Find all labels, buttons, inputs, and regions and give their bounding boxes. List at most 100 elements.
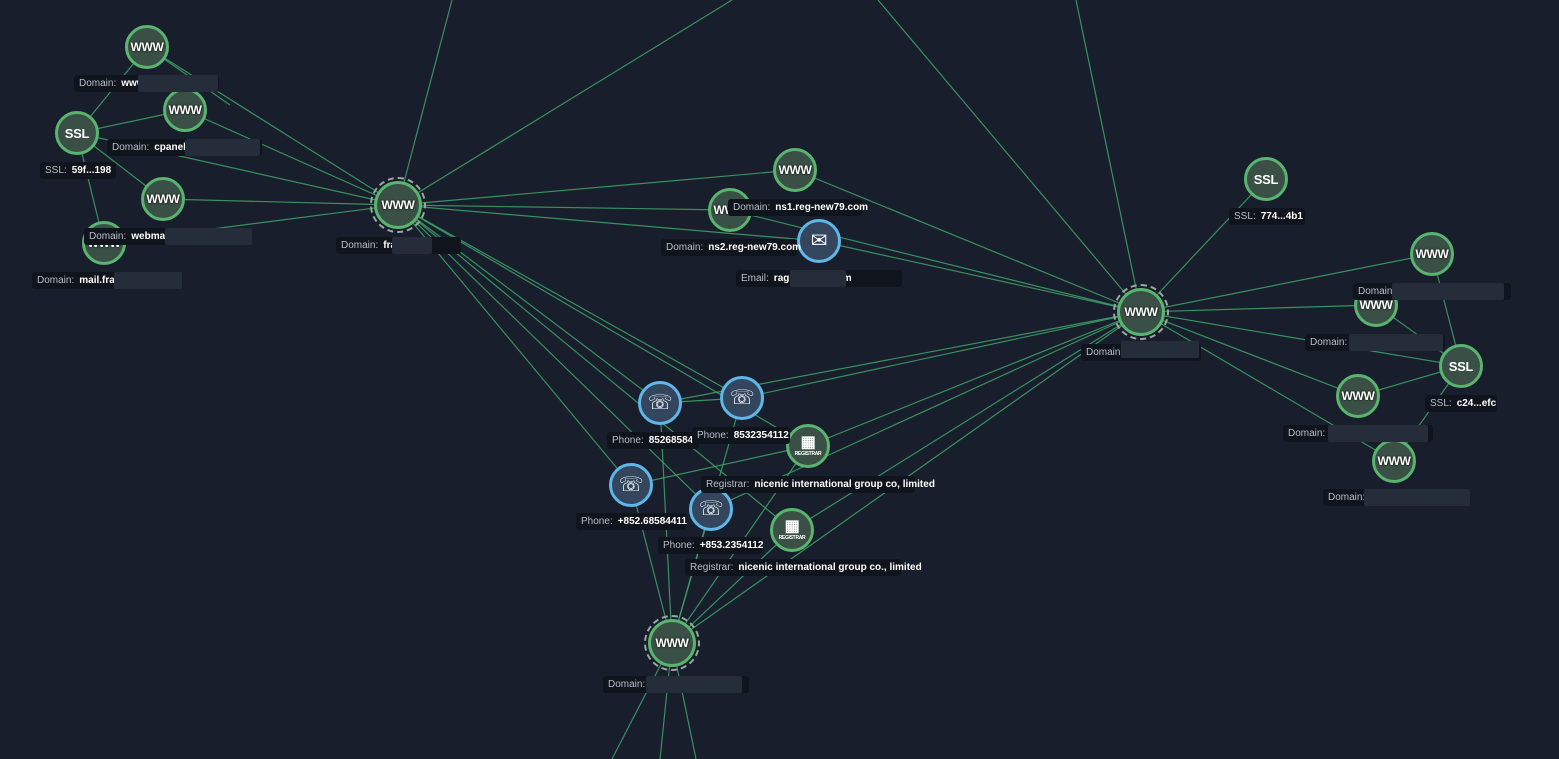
label-key: Registrar: (690, 562, 734, 573)
label-key: SSL: (1430, 398, 1452, 409)
node-domain-hub-fra[interactable]: WWW (370, 177, 426, 233)
edge-offscreen-0 (397, 0, 453, 206)
edge-domain-hub-fra-phone-853-b (397, 204, 712, 510)
label-key: Domain: (79, 78, 117, 89)
edge-domain-hub-fra-email-node (397, 204, 820, 242)
registrar-building-icon: ▦REGISTRAR (778, 518, 806, 541)
label-key: Domain: (1328, 492, 1366, 503)
node-domain-cpanel[interactable]: WWW (163, 88, 207, 132)
node-domain-www[interactable]: WWW (125, 25, 169, 69)
label-key: Domain: (1086, 347, 1124, 358)
label-phone-853-b: Phone: +853.2354112 (658, 537, 764, 554)
node-domain-hub-bottom[interactable]: WWW (644, 615, 700, 671)
edge-domain-hub-fra-phone-853-a (397, 204, 743, 399)
label-registrar-b: Registrar: nicenic international group co… (685, 559, 922, 576)
redaction-block (114, 272, 182, 289)
node-registrar-a[interactable]: ▦REGISTRAR (786, 424, 830, 468)
node-ssl-774[interactable]: SSL (1244, 157, 1288, 201)
label-key: Phone: (663, 540, 695, 551)
node-domain-right-4[interactable]: WWW (1372, 439, 1416, 483)
label-domain-ns1: Domain:ns1.reg-new79.com (728, 199, 868, 216)
globe-www-icon: WWW (1377, 454, 1411, 468)
edge-domain-hub-right-email-node (818, 240, 1142, 313)
phone-icon: ☏ (729, 387, 755, 409)
globe-www-icon: WWW (146, 192, 180, 206)
label-key: Domain: (89, 231, 127, 242)
edge-domain-hub-fra-domain-cpanel (184, 109, 399, 206)
node-registrar-b[interactable]: ▦REGISTRAR (770, 508, 814, 552)
edge-domain-hub-fra-domain-ns2 (397, 204, 731, 211)
phone-icon: ☏ (618, 474, 644, 496)
redaction-block (646, 676, 742, 693)
edge-domain-hub-right-registrar-a (807, 311, 1142, 447)
label-key: Domain: (1310, 337, 1348, 348)
node-domain-right-3[interactable]: WWW (1336, 374, 1380, 418)
label-phone-852-b: Phone:+852.68584411 (576, 513, 687, 530)
node-phone-853-a[interactable]: ☏ (720, 376, 764, 420)
node-phone-853-b[interactable]: ☏ (689, 487, 733, 531)
globe-www-icon: WWW (1359, 298, 1393, 312)
phone-icon: ☏ (698, 498, 724, 520)
globe-www-icon: WWW (1341, 389, 1375, 403)
node-domain-webmail[interactable]: WWW (141, 177, 185, 221)
edge-domain-hub-fra-domain-ns1 (397, 169, 796, 206)
label-value: +853.2354112 (699, 540, 764, 551)
globe-www-icon: WWW (1124, 305, 1158, 319)
label-key: Domain: (1358, 286, 1396, 297)
label-value: 8532354112 (733, 430, 789, 441)
globe-www-icon: WWW (655, 636, 689, 650)
label-key: Domain: (37, 275, 75, 286)
edge-domain-hub-fra-domain-webmail (162, 198, 399, 206)
node-email-node[interactable]: ✉ (797, 219, 841, 263)
edge-offscreen-2 (877, 0, 1142, 313)
edge-domain-hub-right-phone-853-a (741, 311, 1142, 399)
envelope-icon: ✉ (810, 230, 828, 252)
label-value: nicenic international group co, limited (754, 479, 935, 490)
edge-domain-hub-fra-registrar-b (397, 204, 793, 531)
label-registrar-a: Registrar: nicenic international group co… (701, 476, 935, 493)
label-key: SSL: (1234, 211, 1256, 222)
label-phone-852-a: Phone:852685844 (607, 432, 699, 449)
node-phone-852-b[interactable]: ☏ (609, 463, 653, 507)
redaction-block (138, 75, 218, 92)
globe-www-icon: WWW (168, 103, 202, 117)
globe-www-icon: WWW (381, 198, 415, 212)
label-domain-ns2: Domain:ns2.reg-new79.com (661, 239, 801, 256)
globe-www-icon: WWW (1415, 247, 1449, 261)
label-key: Domain: (608, 679, 646, 690)
label-value: 774...4b1 (1260, 211, 1303, 222)
label-value: mail.frai (79, 275, 118, 286)
label-key: Domain: (112, 142, 150, 153)
edge-domain-hub-right-domain-ns1 (794, 169, 1142, 313)
node-domain-right-1[interactable]: WWW (1410, 232, 1454, 276)
label-value: webmail (131, 231, 171, 242)
node-domain-hub-right[interactable]: WWW (1113, 284, 1169, 340)
label-value: nicenic international group co., limited (738, 562, 922, 573)
redaction-block (1364, 489, 1470, 506)
label-value: ns1.reg-new79.com (775, 202, 869, 213)
edge-domain-hub-fra-phone-852-a (397, 204, 661, 404)
label-key: Domain: (1288, 428, 1326, 439)
node-ssl-c24[interactable]: SSL (1439, 344, 1483, 388)
redaction-block (1121, 341, 1199, 358)
edge-domain-hub-right-ssl-c24 (1140, 311, 1462, 367)
node-phone-852-a[interactable]: ☏ (638, 381, 682, 425)
edge-domain-hub-right-domain-right-1 (1140, 253, 1433, 313)
node-ssl-59f[interactable]: SSL (55, 111, 99, 155)
label-key: Phone: (697, 430, 729, 441)
ssl-fingerprint-icon: SSL (64, 125, 90, 141)
label-key: Phone: (612, 435, 644, 446)
label-phone-853-a: Phone: 8532354112 (692, 427, 790, 444)
label-key: Domain: (666, 242, 704, 253)
label-value: cpanel.f (154, 142, 193, 153)
node-domain-ns1[interactable]: WWW (773, 148, 817, 192)
ssl-fingerprint-icon: SSL (1253, 171, 1279, 187)
registrar-caption: REGISTRAR (794, 451, 822, 457)
redaction-block (185, 139, 260, 156)
label-key: Registrar: (706, 479, 750, 490)
edge-domain-hub-right-ssl-774 (1140, 178, 1267, 313)
edge-domain-hub-bottom-registrar-b (671, 529, 793, 644)
redaction-block (1349, 334, 1443, 351)
edge-offscreen-3 (1075, 0, 1142, 313)
